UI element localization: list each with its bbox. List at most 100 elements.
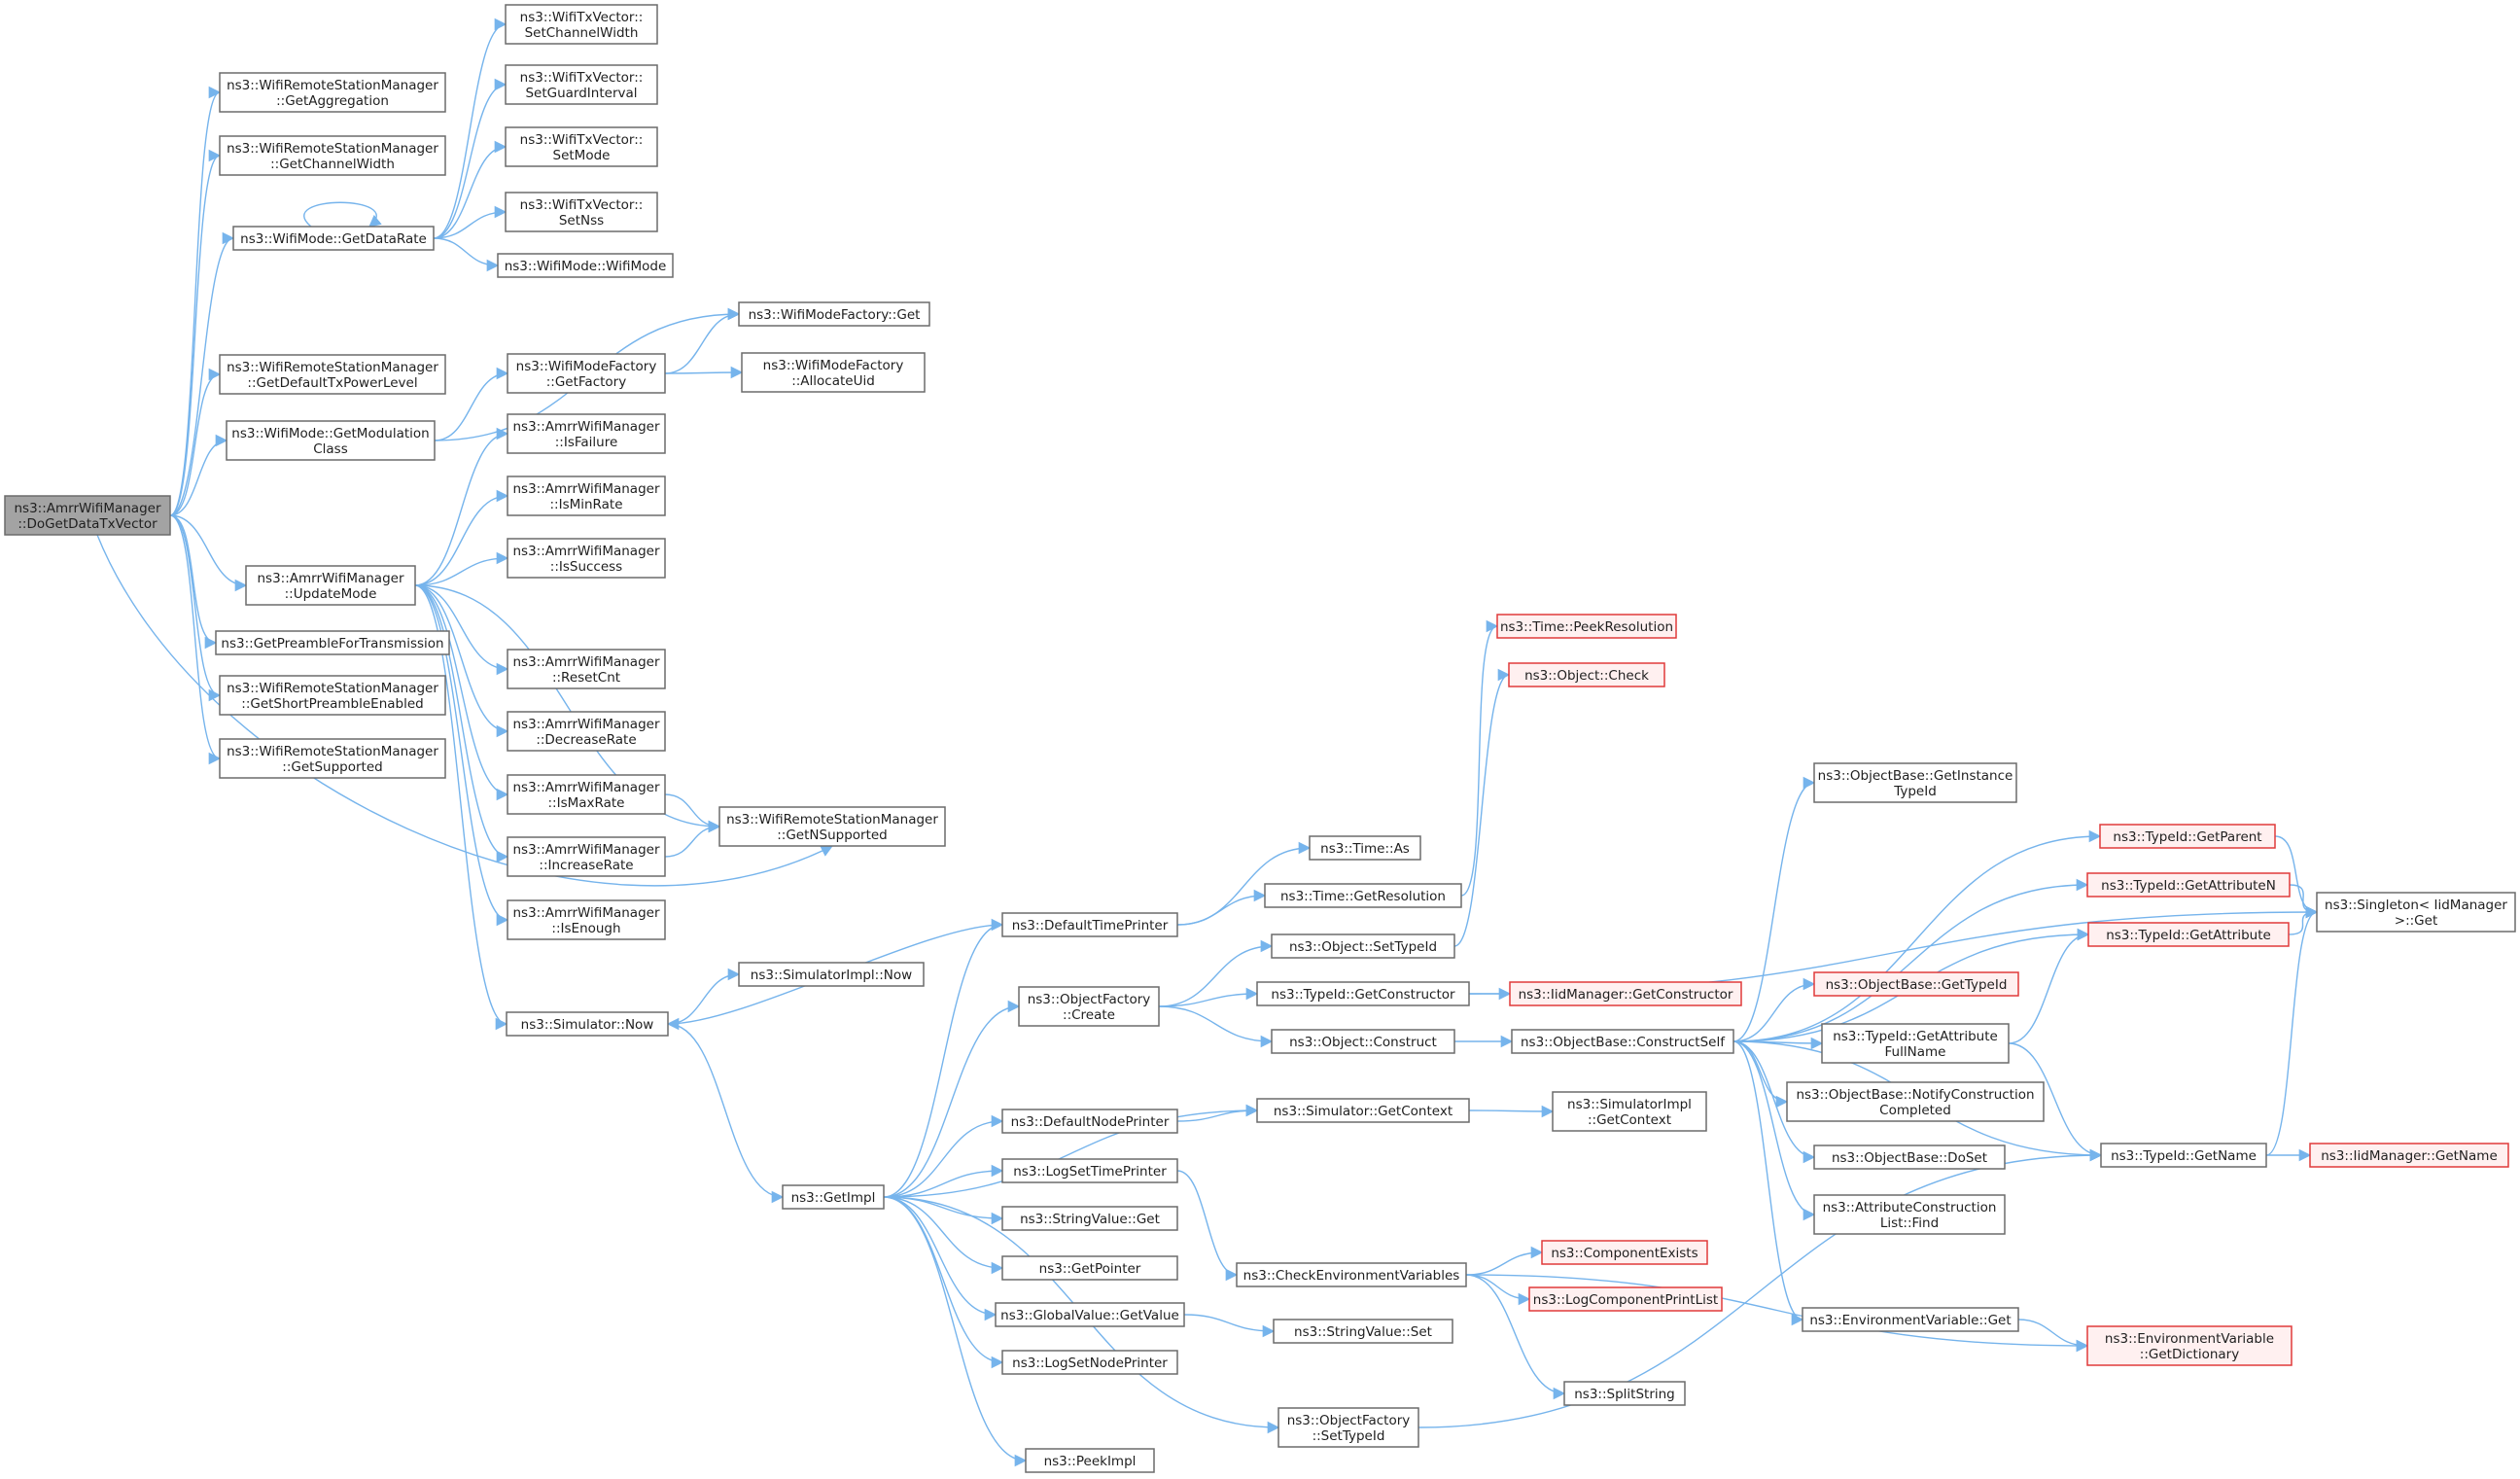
graph-node-box[interactable] — [1509, 981, 1742, 1006]
graph-node[interactable]: ns3::EnvironmentVariable::GetDictionary — [2086, 1325, 2292, 1366]
graph-node-box[interactable] — [1236, 1262, 1467, 1287]
graph-node-box[interactable] — [1813, 762, 2017, 803]
graph-node[interactable]: ns3::LogComponentPrintList — [1528, 1286, 1723, 1312]
graph-node[interactable]: ns3::ObjectBase::ConstructSelf — [1511, 1029, 1734, 1054]
graph-node-box[interactable] — [232, 226, 435, 251]
graph-node-box[interactable] — [995, 1302, 1185, 1327]
graph-node-box[interactable] — [1001, 1206, 1178, 1231]
graph-node-box[interactable] — [2086, 872, 2291, 898]
graph-node[interactable]: ns3::AmrrWifiManager::DecreaseRate — [507, 711, 666, 752]
graph-node-box[interactable] — [718, 806, 946, 847]
graph-node[interactable]: ns3::AmrrWifiManager::IncreaseRate — [507, 836, 666, 877]
graph-node[interactable]: ns3::WifiMode::WifiMode — [497, 253, 674, 278]
graph-node[interactable]: ns3::ObjectBase::DoSet — [1813, 1144, 2006, 1170]
graph-node[interactable]: ns3::GetPointer — [1001, 1255, 1178, 1281]
graph-node-box[interactable] — [505, 64, 658, 105]
graph-node-box[interactable] — [1273, 1319, 1453, 1344]
graph-node-box[interactable] — [2316, 892, 2516, 933]
graph-node[interactable]: ns3::ObjectBase::NotifyConstructionCompl… — [1786, 1081, 2045, 1122]
graph-node[interactable]: ns3::WifiRemoteStationManager::GetAggreg… — [219, 72, 446, 113]
graph-node-box[interactable] — [738, 301, 930, 327]
graph-node[interactable]: ns3::TypeId::GetAttributeN — [2086, 872, 2291, 898]
graph-node-box[interactable] — [1813, 1144, 2006, 1170]
graph-node-box[interactable] — [1001, 1255, 1178, 1281]
graph-node[interactable]: ns3::ObjectBase::GetTypeId — [1813, 971, 2019, 997]
graph-node[interactable]: ns3::SimulatorImpl::Now — [738, 962, 925, 987]
graph-node-box[interactable] — [507, 538, 666, 579]
graph-node[interactable]: ns3::AmrrWifiManager::IsFailure — [507, 413, 666, 454]
graph-node[interactable]: ns3::PeekImpl — [1025, 1448, 1155, 1473]
graph-node-box[interactable] — [226, 420, 436, 461]
graph-node-box[interactable] — [219, 135, 446, 176]
graph-node-box[interactable] — [507, 649, 666, 689]
graph-node-box[interactable] — [507, 774, 666, 815]
graph-node-box[interactable] — [505, 4, 658, 45]
graph-node-box[interactable] — [1813, 971, 2019, 997]
graph-node[interactable]: ns3::WifiModeFactory::AllocateUid — [741, 352, 926, 393]
graph-node-box[interactable] — [1802, 1307, 2019, 1332]
graph-node-box[interactable] — [507, 899, 666, 940]
graph-node-box[interactable] — [738, 962, 925, 987]
graph-node[interactable]: ns3::TypeId::GetConstructor — [1256, 981, 1470, 1006]
graph-node-box[interactable] — [245, 565, 416, 606]
graph-node[interactable]: ns3::WifiRemoteStationManager::GetNSuppo… — [718, 806, 946, 847]
graph-node-box[interactable] — [219, 738, 446, 779]
graph-node[interactable]: ns3::WifiTxVector::SetMode — [505, 126, 658, 167]
graph-node-box[interactable] — [219, 72, 446, 113]
graph-node[interactable]: ns3::WifiTxVector::SetChannelWidth — [505, 4, 658, 45]
graph-node[interactable]: ns3::TypeId::GetName — [2100, 1143, 2267, 1168]
graph-node-box[interactable] — [215, 630, 450, 655]
graph-node[interactable]: ns3::WifiMode::GetDataRate — [232, 226, 435, 251]
graph-node-box[interactable] — [2099, 824, 2276, 849]
graph-node[interactable]: ns3::WifiRemoteStationManager::GetChanne… — [219, 135, 446, 176]
graph-node-box[interactable] — [1018, 986, 1160, 1027]
graph-node[interactable]: ns3::AmrrWifiManager::UpdateMode — [245, 565, 416, 606]
graph-node[interactable]: ns3::SimulatorImpl::GetContext — [1552, 1091, 1707, 1132]
graph-node-box[interactable] — [505, 126, 658, 167]
graph-node-box[interactable] — [507, 836, 666, 877]
graph-node[interactable]: ns3::AmrrWifiManager::IsMinRate — [507, 475, 666, 516]
graph-node[interactable]: ns3::GlobalValue::GetValue — [995, 1302, 1185, 1327]
graph-node-box[interactable] — [507, 711, 666, 752]
graph-node-box[interactable] — [1786, 1081, 2045, 1122]
graph-node-box[interactable] — [1256, 1098, 1470, 1123]
graph-node[interactable]: ns3::WifiRemoteStationManager::GetSuppor… — [219, 738, 446, 779]
graph-node[interactable]: ns3::StringValue::Set — [1273, 1319, 1453, 1344]
graph-node[interactable]: ns3::TypeId::GetParent — [2099, 824, 2276, 849]
graph-node-box[interactable] — [1309, 835, 1421, 861]
graph-node[interactable]: ns3::AmrrWifiManager::IsSuccess — [507, 538, 666, 579]
graph-node[interactable]: ns3::AmrrWifiManager::DoGetDataTxVector — [4, 495, 171, 536]
graph-node-box[interactable] — [2087, 922, 2290, 947]
graph-node[interactable]: ns3::Simulator::GetContext — [1256, 1098, 1470, 1123]
graph-node-box[interactable] — [2309, 1143, 2509, 1168]
graph-node-box[interactable] — [219, 354, 446, 395]
graph-node[interactable]: ns3::Time::PeekResolution — [1496, 614, 1677, 639]
graph-node-box[interactable] — [1528, 1286, 1723, 1312]
graph-node-box[interactable] — [1821, 1023, 2010, 1064]
graph-node[interactable]: ns3::AmrrWifiManager::ResetCnt — [507, 649, 666, 689]
graph-node-box[interactable] — [1278, 1407, 1419, 1448]
graph-node-box[interactable] — [741, 352, 926, 393]
graph-node-box[interactable] — [1813, 1194, 2006, 1235]
graph-node[interactable]: ns3::ComponentExists — [1541, 1240, 1708, 1265]
graph-node[interactable]: ns3::AmrrWifiManager::IsMaxRate — [507, 774, 666, 815]
graph-node-box[interactable] — [2100, 1143, 2267, 1168]
graph-node[interactable]: ns3::WifiModeFactory::Get — [738, 301, 930, 327]
graph-node-box[interactable] — [1025, 1448, 1155, 1473]
graph-node[interactable]: ns3::WifiRemoteStationManager::GetDefaul… — [219, 354, 446, 395]
graph-node[interactable]: ns3::Singleton< IidManager >::Get — [2316, 892, 2516, 933]
graph-node-box[interactable] — [507, 475, 666, 516]
graph-node-box[interactable] — [1552, 1091, 1707, 1132]
graph-node-box[interactable] — [219, 675, 446, 716]
graph-node-box[interactable] — [2086, 1325, 2292, 1366]
graph-node[interactable]: ns3::Object::SetTypeId — [1271, 933, 1455, 959]
graph-node-box[interactable] — [1256, 981, 1470, 1006]
graph-node-box[interactable] — [4, 495, 171, 536]
graph-node[interactable]: ns3::GetPreambleForTransmission — [215, 630, 450, 655]
graph-node-box[interactable] — [1264, 883, 1462, 908]
graph-node[interactable]: ns3::Simulator::Now — [506, 1011, 669, 1037]
